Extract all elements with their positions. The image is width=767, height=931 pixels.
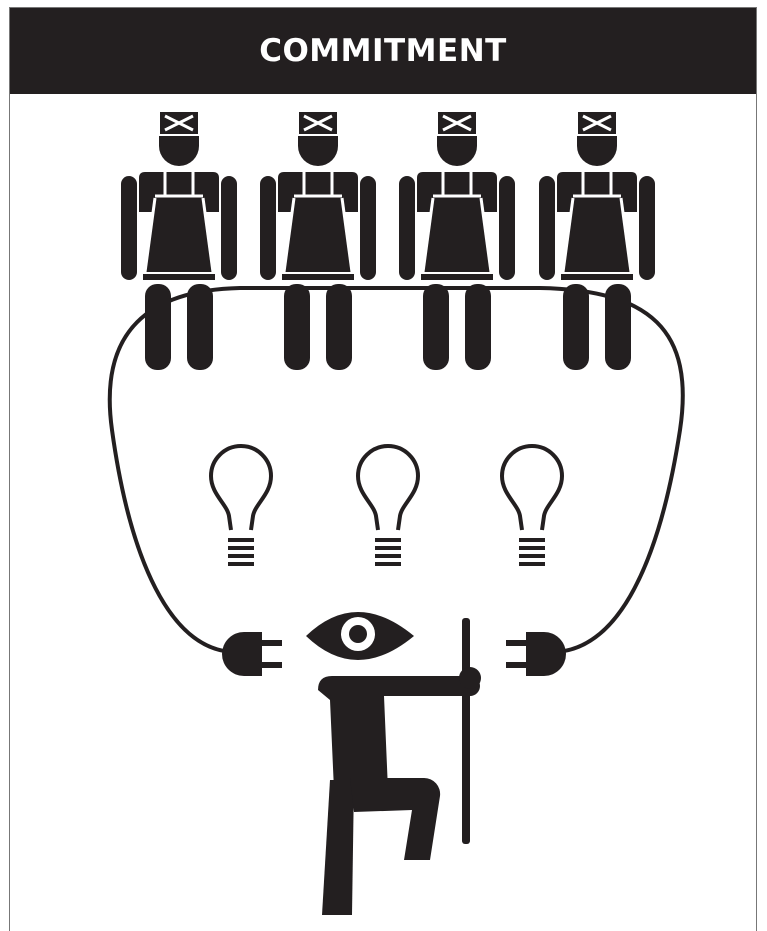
worker-figure: [539, 112, 655, 370]
leader-figure: [318, 618, 481, 915]
eye-icon: [306, 612, 414, 660]
plug-icon-left: [222, 632, 282, 676]
lightbulb-icon: [358, 446, 418, 566]
worker-figure: [121, 112, 237, 370]
lightbulb-icon: [502, 446, 562, 566]
lightbulb-icon: [211, 446, 271, 566]
worker-figure: [260, 112, 376, 370]
worker-figure: [399, 112, 515, 370]
plug-icon-right: [506, 632, 566, 676]
